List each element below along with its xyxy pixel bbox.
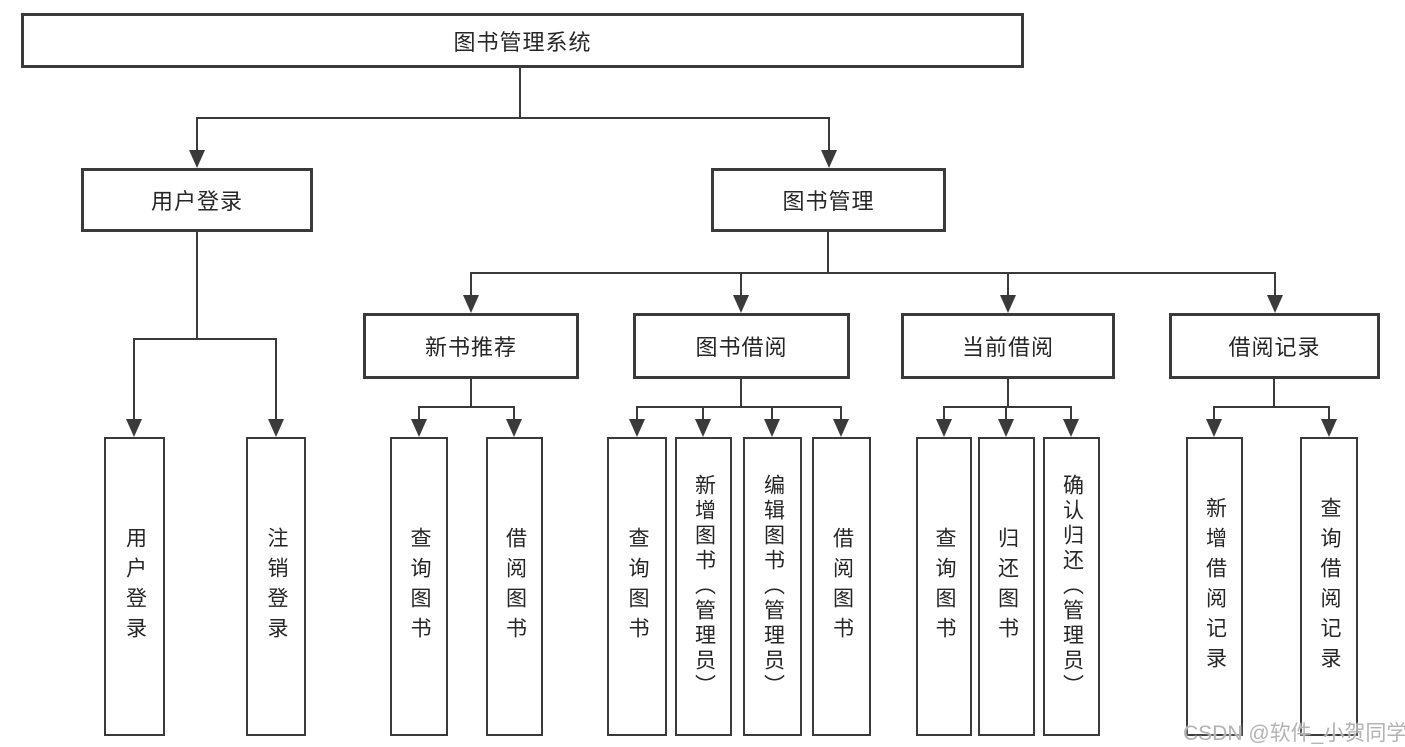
node-label: 图书管理 xyxy=(782,189,875,214)
arrow-down-icon xyxy=(189,150,205,168)
arrow-down-icon xyxy=(936,419,952,437)
edge-book-management-branch xyxy=(470,272,1276,274)
leaf-label: 借阅图书 xyxy=(830,526,854,647)
edge-to-leaf xyxy=(513,406,515,419)
edge-stem xyxy=(1273,379,1275,406)
leaf-add-borrow-record: 新增借阅记录 xyxy=(1186,437,1243,736)
node-user-login: 用户登录 xyxy=(81,168,313,232)
node-borrowing-records: 借阅记录 xyxy=(1169,313,1380,379)
edge-branch xyxy=(418,406,515,408)
leaf-add-books-admin: 新增图书（管理员） xyxy=(675,437,732,736)
edge-user-login-branch xyxy=(133,338,277,340)
arrow-down-icon xyxy=(1267,295,1283,313)
edge-to-leaf xyxy=(1213,406,1215,419)
edge-book-management-stem xyxy=(827,232,829,272)
edge-to-leaf xyxy=(1070,406,1072,419)
edge-root-branch xyxy=(196,117,830,119)
edge-to-current-borrowing xyxy=(1007,272,1009,295)
node-label: 借阅记录 xyxy=(1228,335,1321,360)
leaf-label: 确认归还（管理员） xyxy=(1060,474,1084,699)
leaf-borrow-books: 借阅图书 xyxy=(812,437,871,736)
node-book-borrowing: 图书借阅 xyxy=(633,313,850,379)
edge-to-leaf xyxy=(943,406,945,419)
node-label: 新书推荐 xyxy=(424,335,517,360)
edge-root-stem xyxy=(519,68,521,117)
leaf-confirm-return-admin: 确认归还（管理员） xyxy=(1043,437,1100,736)
node-label: 当前借阅 xyxy=(961,335,1054,360)
edge-to-leaf xyxy=(1005,406,1007,419)
arrow-down-icon xyxy=(1206,419,1222,437)
arrow-down-icon xyxy=(268,419,284,437)
leaf-query-borrow-record: 查询借阅记录 xyxy=(1300,437,1358,736)
edge-stem xyxy=(1007,379,1009,406)
csdn-watermark: CSDN @软件_小贺同学 xyxy=(1183,722,1405,745)
edge-user-login-stem xyxy=(196,232,198,338)
node-new-book-recommendation: 新书推荐 xyxy=(363,313,579,379)
node-label: 图书管理系统 xyxy=(453,29,592,55)
leaf-label: 注销登录 xyxy=(265,526,288,647)
node-book-management: 图书管理 xyxy=(711,168,946,232)
arrow-down-icon xyxy=(733,295,749,313)
edge-to-book-management xyxy=(828,117,830,150)
edge-branch xyxy=(636,406,841,408)
node-label: 图书借阅 xyxy=(695,335,788,360)
edge-stem xyxy=(740,379,742,406)
leaf-query-books-current: 查询图书 xyxy=(916,437,972,736)
arrow-down-icon xyxy=(998,419,1014,437)
edge-to-new-book-recommendation xyxy=(470,272,472,295)
edge-to-borrowing-records xyxy=(1274,272,1276,295)
arrow-down-icon xyxy=(695,419,711,437)
leaf-label: 查询借阅记录 xyxy=(1318,496,1341,677)
leaf-edit-books-admin: 编辑图书（管理员） xyxy=(743,437,802,736)
edge-to-book-borrowing xyxy=(740,272,742,295)
leaf-logout: 注销登录 xyxy=(246,437,306,736)
arrow-down-icon xyxy=(411,419,427,437)
edge-to-leaf xyxy=(771,406,773,419)
leaf-label: 新增图书（管理员） xyxy=(692,474,716,699)
leaf-query-books-borrowing: 查询图书 xyxy=(607,437,667,736)
edge-branch xyxy=(943,406,1071,408)
node-current-borrowing: 当前借阅 xyxy=(901,313,1115,379)
leaf-label: 编辑图书（管理员） xyxy=(761,474,785,699)
arrow-down-icon xyxy=(629,419,645,437)
arrow-down-icon xyxy=(506,419,522,437)
edge-to-leaf xyxy=(418,406,420,419)
leaf-label: 新增借阅记录 xyxy=(1203,496,1227,677)
edge-branch xyxy=(1213,406,1329,408)
arrow-down-icon xyxy=(1000,295,1016,313)
leaf-label: 借阅图书 xyxy=(503,526,527,647)
leaf-borrow-books-recommend: 借阅图书 xyxy=(486,437,543,736)
leaf-label: 用户登录 xyxy=(123,526,147,647)
arrow-down-icon xyxy=(126,419,142,437)
node-label: 用户登录 xyxy=(150,189,243,214)
leaf-label: 查询图书 xyxy=(408,526,431,647)
leaf-user-login: 用户登录 xyxy=(104,437,165,736)
edge-stem xyxy=(470,379,472,406)
leaf-return-books: 归还图书 xyxy=(978,437,1035,736)
leaf-label: 查询图书 xyxy=(626,526,649,647)
leaf-query-books-recommend: 查询图书 xyxy=(390,437,448,736)
arrow-down-icon xyxy=(1321,419,1337,437)
edge-to-user-login xyxy=(196,117,198,150)
leaf-label: 查询图书 xyxy=(933,526,956,647)
edge-to-leaf xyxy=(133,338,135,419)
arrow-down-icon xyxy=(463,295,479,313)
leaf-label: 归还图书 xyxy=(995,526,1019,647)
arrow-down-icon xyxy=(764,419,780,437)
edge-to-leaf xyxy=(275,338,277,419)
edge-to-leaf xyxy=(636,406,638,419)
arrow-down-icon xyxy=(821,150,837,168)
edge-to-leaf xyxy=(840,406,842,419)
node-library-management-system: 图书管理系统 xyxy=(21,13,1024,68)
edge-to-leaf xyxy=(702,406,704,419)
edge-to-leaf xyxy=(1328,406,1330,419)
arrow-down-icon xyxy=(1063,419,1079,437)
arrow-down-icon xyxy=(833,419,849,437)
